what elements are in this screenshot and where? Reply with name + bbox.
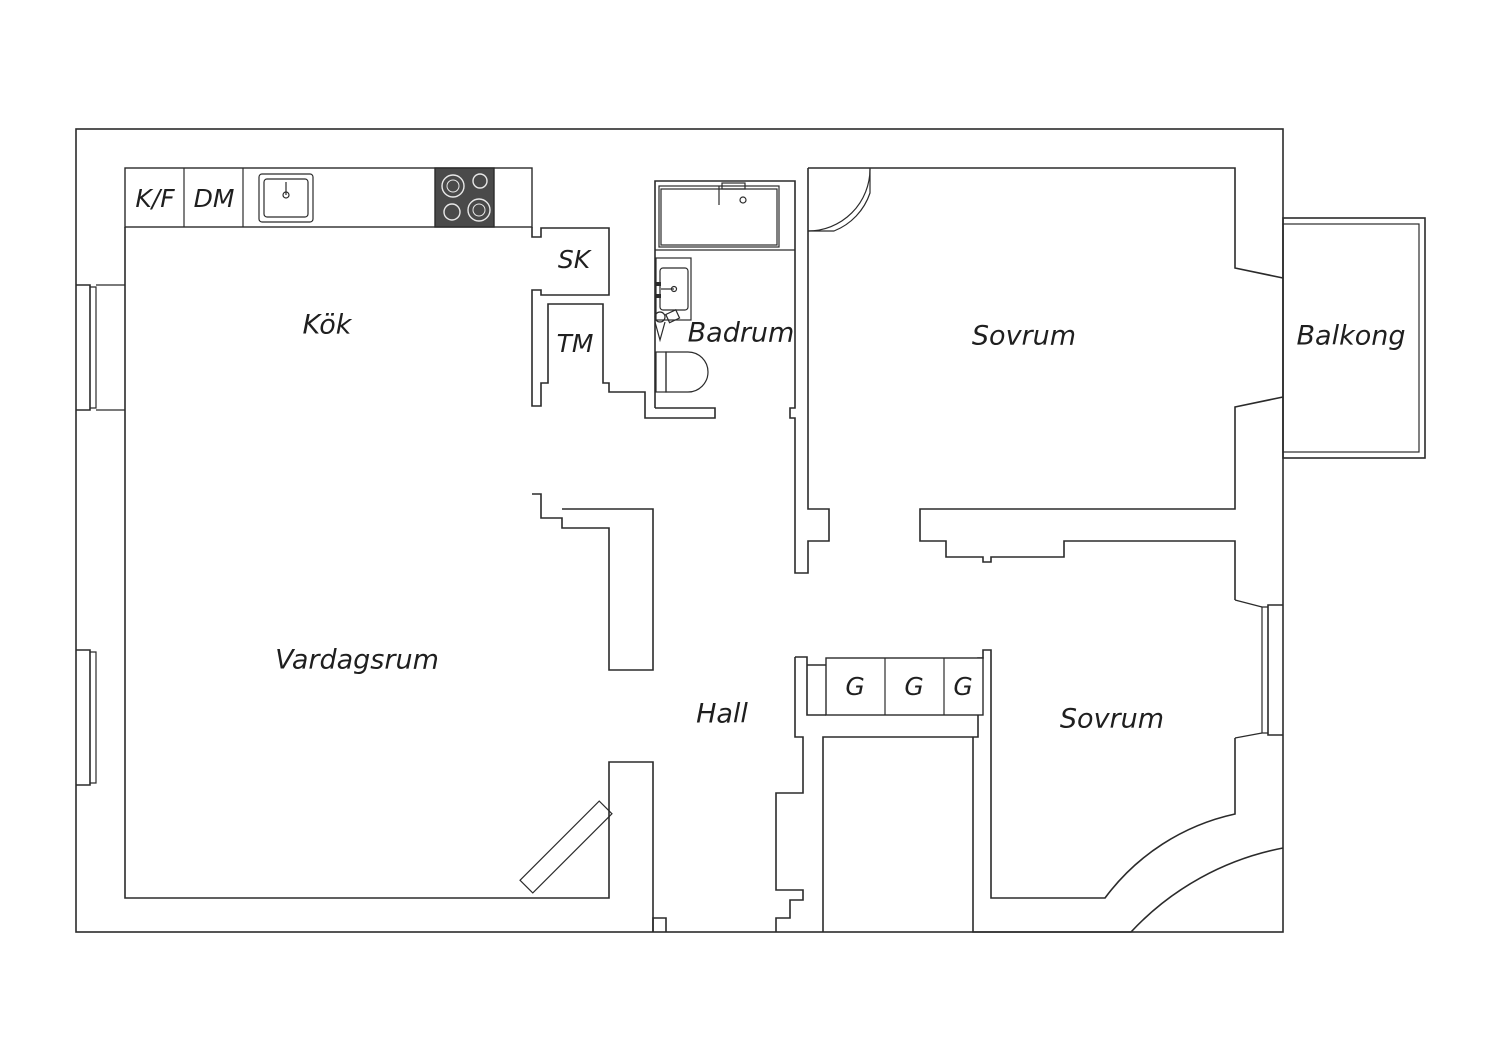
- window-left-upper: [76, 284, 125, 411]
- kitchen-living-wall: [124, 227, 654, 932]
- fixture-label-g1: G: [845, 672, 864, 701]
- room-label-balcony: Balkong: [1297, 321, 1406, 352]
- fixture-label-g3: G: [953, 672, 972, 701]
- wardrobes: [825, 657, 984, 716]
- bedroom-upper-walls: [807, 167, 1284, 600]
- fixture-label-g2: G: [904, 672, 923, 701]
- closet-walls: [531, 227, 716, 419]
- balcony-structure: [1282, 217, 1426, 459]
- room-label-living: Vardagsrum: [275, 645, 439, 676]
- room-label-bedroom-upper: Sovrum: [972, 321, 1076, 352]
- fixture-label-dm: DM: [194, 184, 235, 213]
- window-right: [1234, 599, 1283, 739]
- bathroom-walls: [654, 168, 830, 574]
- fixture-label-tm: TM: [557, 329, 594, 358]
- floor-drain-icon: [654, 309, 681, 343]
- living-door-panel: [519, 800, 613, 894]
- window-left-lower: [76, 649, 97, 786]
- bathtub-icon: [658, 182, 780, 248]
- hall-walls: [652, 656, 826, 932]
- fixture-label-sk: SK: [558, 245, 593, 274]
- fixture-label-kf: K/F: [135, 184, 175, 213]
- room-label-hall: Hall: [696, 699, 748, 730]
- room-label-bedroom-lower: Sovrum: [1060, 704, 1164, 735]
- stove-icon: [434, 167, 495, 228]
- outer-wall: [75, 128, 1284, 933]
- living-hall-partition: [532, 493, 654, 671]
- room-label-kitchen: Kök: [303, 310, 353, 341]
- toilet-icon: [655, 351, 709, 393]
- room-label-bath: Badrum: [688, 318, 795, 349]
- sink-icon: [258, 173, 314, 223]
